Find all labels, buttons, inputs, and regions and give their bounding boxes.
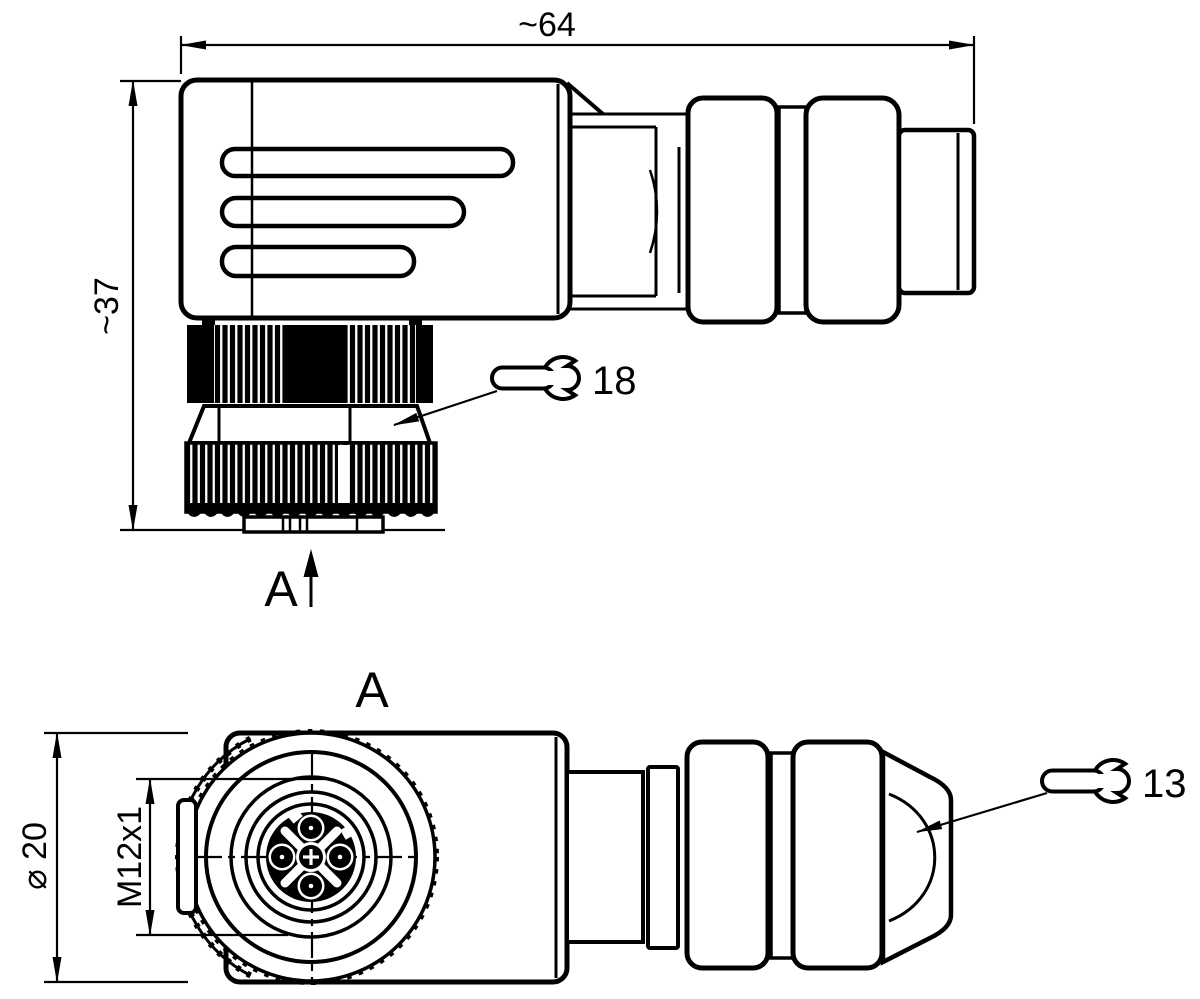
gland-barrel [803,95,902,325]
grip-slot [219,244,417,279]
gland-barrel [685,95,780,325]
wrench-18-callout: 18 [393,355,637,427]
seal-dome-line [888,792,937,923]
dim-thread: M12x1 [111,777,327,937]
coupling-nut-band [184,441,438,514]
grip-slot [219,195,467,229]
knurl-teeth [186,503,436,517]
keying-notch [287,809,303,824]
view-arrow-label: A [264,561,298,617]
gland-end-cap [880,748,954,966]
cable-exit [896,127,977,296]
side-tab [176,798,198,915]
wrench-size-label: 13 [1142,762,1187,806]
socket-pin [297,814,325,842]
chamfer-line [565,81,605,116]
side-cable-gland [685,95,977,325]
diameter-dim-label: ⌀ 20 [16,822,54,890]
insert-cutouts [280,826,342,888]
front-socket-face [266,809,356,902]
wrench-size-label: 18 [592,359,637,403]
length-dim-label: ~64 [518,6,576,44]
side-body [178,77,573,321]
dim-overall-height: ~37 [88,79,445,532]
socket-pin [326,843,354,871]
view-direction-arrow: A [264,549,319,617]
leader-line [393,389,498,427]
height-dim-label: ~37 [88,277,126,335]
side-connector-face-edge [242,515,385,534]
center-socket-pin [296,842,326,872]
arrow-head [303,549,319,577]
knurl-teeth [183,729,439,985]
gland-groove [769,751,795,960]
gland-barrel [790,739,885,971]
side-neck [565,81,690,311]
side-coupling-nut [184,441,438,517]
dim-diameter: ⌀ 20 [16,731,188,984]
dim-overall-length: ~64 [179,6,976,124]
leader-line [916,791,1048,834]
front-view-title: A [355,662,389,718]
keying-notch [340,825,354,840]
side-lock-ring [187,319,433,403]
wrench-icon [490,355,581,401]
wrench-icon [1040,758,1131,804]
socket-pin [268,843,296,871]
grip-slot [219,146,516,179]
gland-barrel [684,739,771,971]
gland-neck [565,770,645,944]
wrench-13-callout: 13 [916,758,1187,834]
gland-groove [777,105,808,315]
thread-dim-label: M12x1 [111,806,149,908]
front-cable-gland [565,739,954,971]
gland-ring [646,765,680,950]
socket-pin [297,872,325,900]
